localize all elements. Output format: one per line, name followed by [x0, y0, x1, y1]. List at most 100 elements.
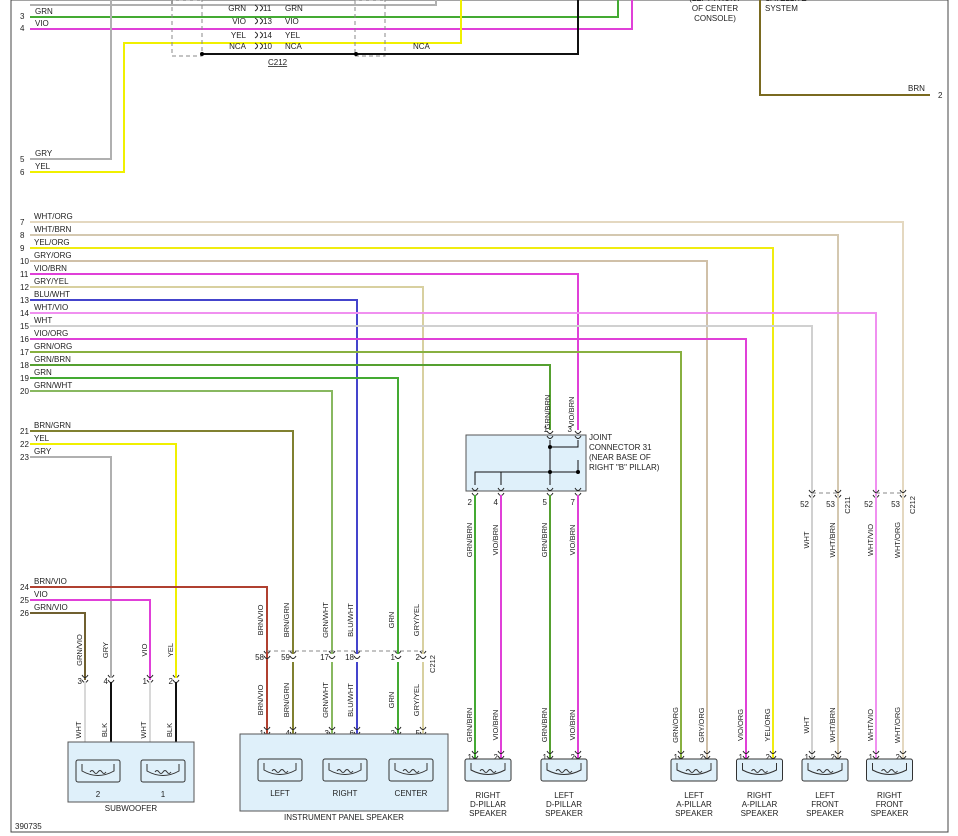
wire-25 — [30, 599, 151, 680]
sub-top-pin-3: 2 — [169, 677, 174, 686]
speaker-5-wire-a: WHT/VIO — [866, 709, 875, 741]
speaker-cone — [470, 763, 506, 775]
wire-19-number: 19 — [20, 374, 29, 383]
c212-far-nca: NCA — [413, 42, 431, 51]
speaker-5-wire-b: WHT/ORG — [893, 707, 902, 743]
wire-20-number: 20 — [20, 387, 29, 396]
wire-8 — [30, 234, 839, 496]
speaker-coil — [881, 769, 898, 773]
c212-left-shell — [171, 0, 203, 57]
speaker-body — [140, 759, 186, 783]
c212-row-left-1: VIO — [232, 17, 246, 26]
sub-top-wire-3: YEL — [166, 643, 175, 657]
speaker-2-name-1: A-PILLAR — [676, 800, 712, 809]
sub-top-pin-0: 3 — [78, 677, 83, 686]
wire-23-number: 23 — [20, 453, 29, 462]
splice-dot — [200, 52, 204, 56]
speaker-4-name-1: FRONT — [811, 800, 839, 809]
wire-16 — [30, 338, 747, 690]
wire-12-number: 12 — [20, 283, 29, 292]
wire-13-number: 13 — [20, 296, 29, 305]
wire-12-label: GRY/YEL — [34, 277, 69, 286]
joint-note-2: (NEAR BASE OF — [589, 453, 651, 462]
wire-11-label: VIO/BRN — [34, 264, 67, 273]
c212ip-wire-3: BLU/WHT — [346, 603, 355, 637]
sub-unit-1: 1 — [161, 790, 166, 799]
splice-dot — [548, 445, 552, 449]
sub-bot-wire-0: WHT — [74, 721, 83, 738]
wire-24-number: 24 — [20, 583, 29, 592]
joint-connector-body — [465, 434, 587, 492]
wire-10 — [30, 260, 708, 690]
speaker-3-name-1: A-PILLAR — [742, 800, 778, 809]
speaker-3-wire-b: YEL/ORG — [763, 708, 772, 742]
c212r-pin-1: 53 — [891, 500, 900, 509]
wire-24-label: BRN/VIO — [34, 577, 67, 586]
c212ip-wire-4: GRN — [387, 612, 396, 629]
speaker-body — [540, 758, 588, 782]
speaker-5-pin-b: 2 — [896, 753, 901, 762]
wire-14-number: 14 — [20, 309, 29, 318]
ip-wire-1: BRN/GRN — [282, 683, 291, 718]
c212-row-left-2: YEL — [231, 31, 247, 40]
speaker-body — [736, 758, 783, 782]
speaker-4-wire-b: WHT/BRN — [828, 708, 837, 743]
wire-14-label: WHT/VIO — [34, 303, 68, 312]
speaker-3-name-2: SPEAKER — [741, 809, 779, 818]
c212-row-pin-0: 11 — [263, 4, 272, 13]
brn-label: BRN — [908, 84, 925, 93]
c212ip-wire-1: BRN/GRN — [282, 603, 291, 638]
wire-brn — [759, 0, 930, 96]
speaker-cone — [676, 763, 712, 775]
wire-19 — [30, 377, 399, 640]
wire-11 — [30, 273, 579, 430]
sub-unit-0: 2 — [96, 790, 101, 799]
c212ip-pin-5: 2 — [416, 653, 421, 662]
speaker-4-name-2: SPEAKER — [806, 809, 844, 818]
wire-20 — [30, 390, 333, 640]
wire-6-color: YEL — [35, 162, 51, 171]
speaker-1-wire-b: VIO/BRN — [568, 710, 577, 741]
c212ip-pin-2: 17 — [320, 653, 329, 662]
sub-bot-wire-1: BLK — [100, 723, 109, 737]
speaker-body — [464, 758, 512, 782]
c212-row-left-3: NCA — [229, 42, 247, 51]
subwoofer-title: SUBWOOFER — [105, 804, 158, 813]
wire-25-number: 25 — [20, 596, 29, 605]
wire-4-color: VIO — [35, 19, 49, 28]
wire-16-label: VIO/ORG — [34, 329, 68, 338]
wire-4 — [30, 0, 633, 30]
speaker-0-wire-b: VIO/BRN — [491, 710, 500, 741]
c212ip-pin-3: 18 — [345, 653, 354, 662]
joint-note-0: JOINT — [589, 433, 612, 442]
wire-14 — [30, 312, 877, 496]
ip-wire-0: BRN/VIO — [256, 684, 265, 715]
joint-top-wire-0: GRN/BRN — [543, 395, 552, 430]
c212-row-left-0: GRN — [228, 4, 246, 13]
speaker-body — [322, 758, 368, 782]
speaker-coil — [555, 769, 573, 773]
c212ip-pin-4: 1 — [391, 653, 396, 662]
wire-8-number: 8 — [20, 231, 25, 240]
speaker-coil — [154, 770, 172, 774]
wire-18 — [30, 364, 551, 430]
wire-5 — [30, 0, 112, 160]
splice-dot — [354, 52, 358, 56]
joint-bot-wire-0: GRN/BRN — [465, 523, 474, 558]
c212-row-right-3: NCA — [285, 42, 303, 51]
c212-right-shell — [354, 0, 386, 57]
satellite-note-1: SYSTEM — [765, 4, 798, 13]
speaker-coil — [751, 769, 768, 773]
c212-row-right-1: VIO — [285, 17, 299, 26]
page-frame — [10, 0, 949, 833]
wire-gry-top — [30, 0, 437, 6]
c211-wire-0: WHT — [802, 531, 811, 548]
splice-dot — [548, 470, 552, 474]
c212r-pin-0: 52 — [864, 500, 873, 509]
wire-5-number: 5 — [20, 155, 25, 164]
speaker-3-pin-a: 1 — [739, 753, 744, 762]
speaker-0-pin-a: 1 — [468, 753, 473, 762]
speaker-body — [75, 759, 121, 783]
c212-row-right-0: GRN — [285, 4, 303, 13]
